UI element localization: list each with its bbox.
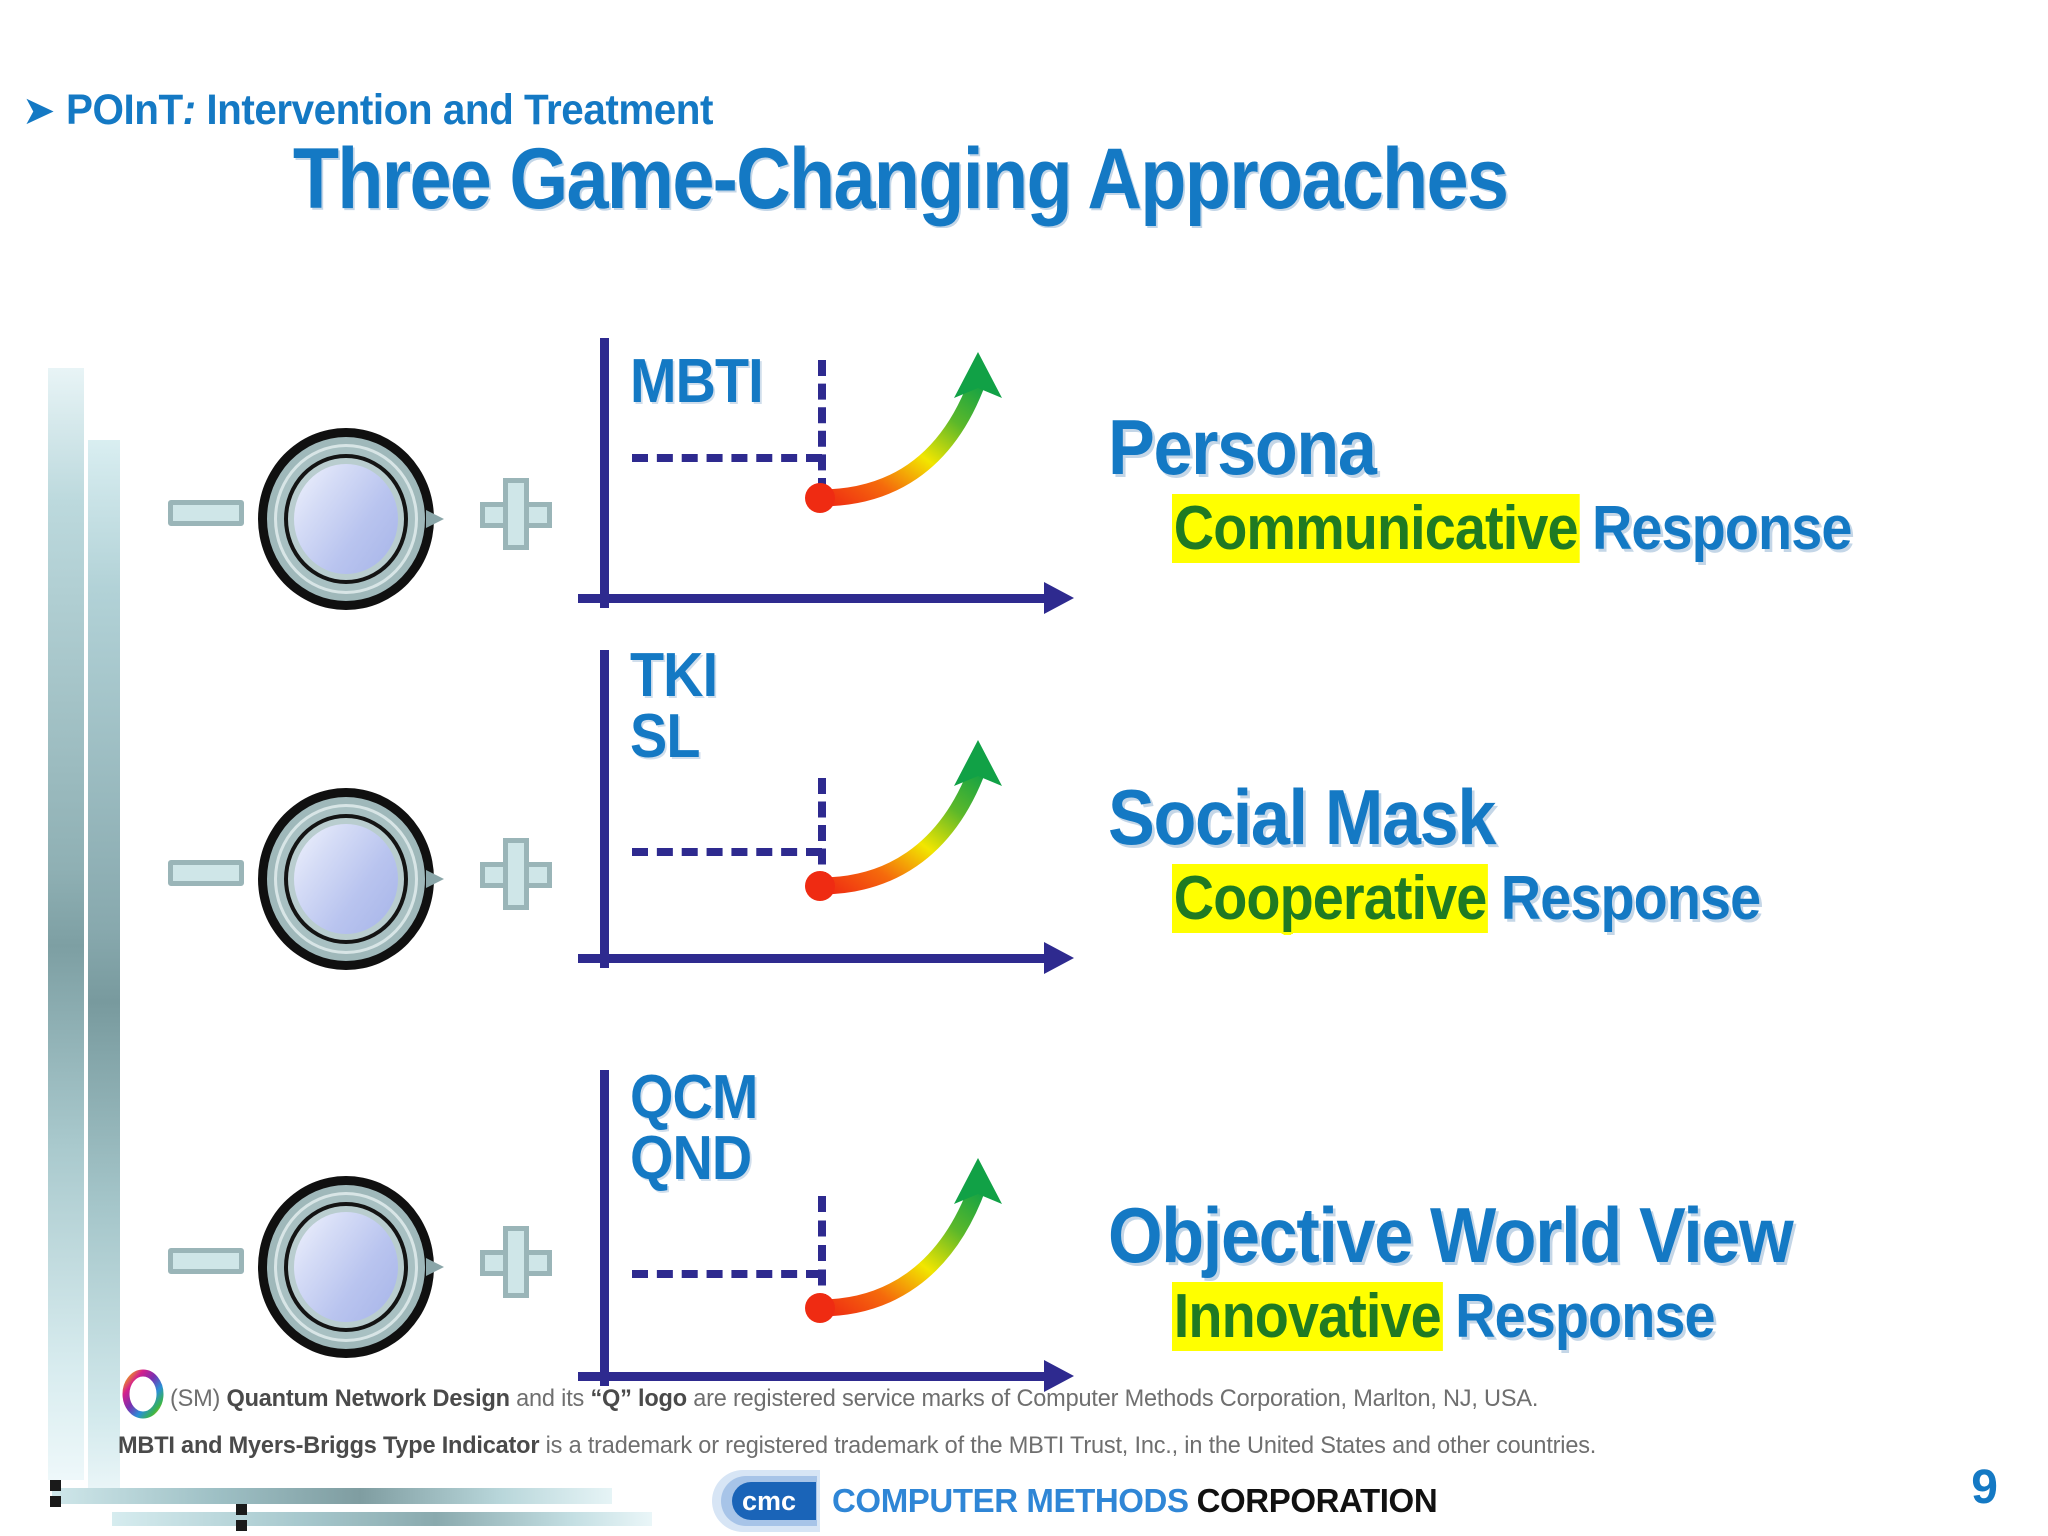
chart-threshold-dash-vertical bbox=[818, 1196, 826, 1310]
eyebrow-prefix: POInT bbox=[65, 86, 183, 134]
approach-title: Persona bbox=[1108, 403, 1377, 491]
corporate-name-black: CORPORATION bbox=[1196, 1482, 1438, 1519]
footnote-1-d: “Q” logo bbox=[590, 1385, 687, 1412]
chart-x-axis bbox=[578, 1372, 1048, 1381]
footnote-1-a: (SM) bbox=[170, 1385, 227, 1412]
chart-x-axis-arrow-icon bbox=[1044, 582, 1074, 614]
chart-threshold-dash-horizontal bbox=[632, 848, 822, 856]
chart-threshold-dash-vertical bbox=[818, 778, 826, 888]
decorative-square bbox=[236, 1504, 247, 1515]
approach-title: Social Mask bbox=[1108, 773, 1496, 861]
chart-x-axis bbox=[578, 954, 1048, 963]
decorative-bottom-bar-2 bbox=[112, 1512, 652, 1526]
page-title: Three Game-Changing Approaches bbox=[292, 131, 1509, 227]
sphere-core bbox=[294, 464, 398, 574]
chart-threshold-dash-horizontal bbox=[632, 1270, 822, 1278]
footnote-1-b: Quantum Network Design bbox=[226, 1385, 510, 1412]
sphere-nub-icon bbox=[426, 870, 444, 888]
eyebrow-rest: Intervention and Treatment bbox=[195, 86, 713, 134]
approach-title: Objective World View bbox=[1108, 1191, 1794, 1279]
plus-bar-vertical bbox=[503, 838, 529, 910]
chart-y-axis bbox=[600, 338, 609, 608]
growth-curve-icon bbox=[805, 352, 1002, 513]
decorative-left-bar-outer bbox=[48, 368, 84, 1480]
chart-label: TKI SL bbox=[630, 641, 718, 771]
decorative-square bbox=[50, 1496, 61, 1507]
decorative-square bbox=[236, 1520, 247, 1531]
corporate-name-blue: COMPUTER METHODS bbox=[832, 1482, 1189, 1519]
approach-subtitle-response: Response bbox=[1500, 864, 1761, 933]
cmc-badge-ring-inner bbox=[732, 1482, 816, 1520]
slide-eyebrow-text: POInT: Intervention and Treatment bbox=[66, 86, 713, 135]
approach-subtitle-highlight: Communicative bbox=[1172, 494, 1580, 563]
chart-x-axis-arrow-icon bbox=[1044, 1360, 1074, 1392]
plus-bar-vertical bbox=[503, 478, 529, 550]
chart-label: QCM QND bbox=[630, 1063, 758, 1193]
chart-x-axis bbox=[578, 594, 1048, 603]
eyebrow-separator: : bbox=[182, 86, 196, 134]
plus-icon bbox=[480, 838, 552, 910]
growth-chart: TKI SL bbox=[560, 645, 1090, 1020]
cmc-badge-icon: cmc bbox=[712, 1470, 820, 1532]
chart-x-axis-arrow-icon bbox=[1044, 942, 1074, 974]
sphere-icon bbox=[258, 428, 444, 610]
sphere-core bbox=[294, 1212, 398, 1322]
approach-subtitle-highlight: Innovative bbox=[1172, 1282, 1443, 1351]
footnote-2-b: is a trademark or registered trademark o… bbox=[539, 1432, 1597, 1459]
minus-icon bbox=[168, 860, 244, 886]
page-number: 9 bbox=[1971, 1461, 1998, 1514]
growth-curve-icon bbox=[805, 740, 1002, 901]
chart-label: MBTI bbox=[630, 347, 764, 416]
chart-y-axis bbox=[600, 1070, 609, 1386]
minus-icon bbox=[168, 1248, 244, 1274]
chart-threshold-dash-horizontal bbox=[632, 454, 822, 462]
footnote-2-a: MBTI and Myers-Briggs Type Indicator bbox=[118, 1432, 540, 1459]
cmc-badge-text: cmc bbox=[742, 1486, 797, 1516]
approach-subtitle-response: Response bbox=[1455, 1282, 1715, 1351]
footnote-1-e: are registered service marks of Computer… bbox=[686, 1385, 1539, 1412]
chevron-right-icon: ➤ bbox=[22, 88, 56, 134]
approach-subtitle-response: Response bbox=[1592, 494, 1852, 563]
chart-threshold-dash-vertical bbox=[818, 360, 826, 494]
approach-subtitle-highlight: Cooperative bbox=[1172, 864, 1489, 933]
footnote-1-c: and its bbox=[509, 1385, 591, 1412]
plus-icon bbox=[480, 478, 552, 550]
growth-chart: MBTI bbox=[560, 330, 1090, 660]
slide-eyebrow: ➤ POInT: Intervention and Treatment bbox=[22, 86, 754, 135]
decorative-square bbox=[50, 1480, 61, 1491]
plus-icon bbox=[480, 1226, 552, 1298]
sphere-icon bbox=[258, 1176, 444, 1358]
chart-y-axis bbox=[600, 650, 609, 968]
footnote-line-2: MBTI and Myers-Briggs Type Indicator is … bbox=[118, 1432, 1596, 1460]
decorative-bottom-bar-1 bbox=[52, 1488, 612, 1504]
decorative-left-bar-inner bbox=[88, 440, 120, 1500]
sphere-nub-icon bbox=[426, 510, 444, 528]
footnote-line-1: (SM) Quantum Network Design and its “Q” … bbox=[170, 1385, 1538, 1413]
minus-icon bbox=[168, 500, 244, 526]
sphere-icon bbox=[258, 788, 444, 970]
plus-bar-vertical bbox=[503, 1226, 529, 1298]
quantum-q-logo-icon bbox=[118, 1368, 172, 1442]
growth-curve-icon bbox=[805, 1158, 1002, 1323]
sphere-nub-icon bbox=[426, 1258, 444, 1276]
sphere-core bbox=[294, 824, 398, 934]
growth-chart: QCM QND bbox=[560, 1048, 1090, 1392]
